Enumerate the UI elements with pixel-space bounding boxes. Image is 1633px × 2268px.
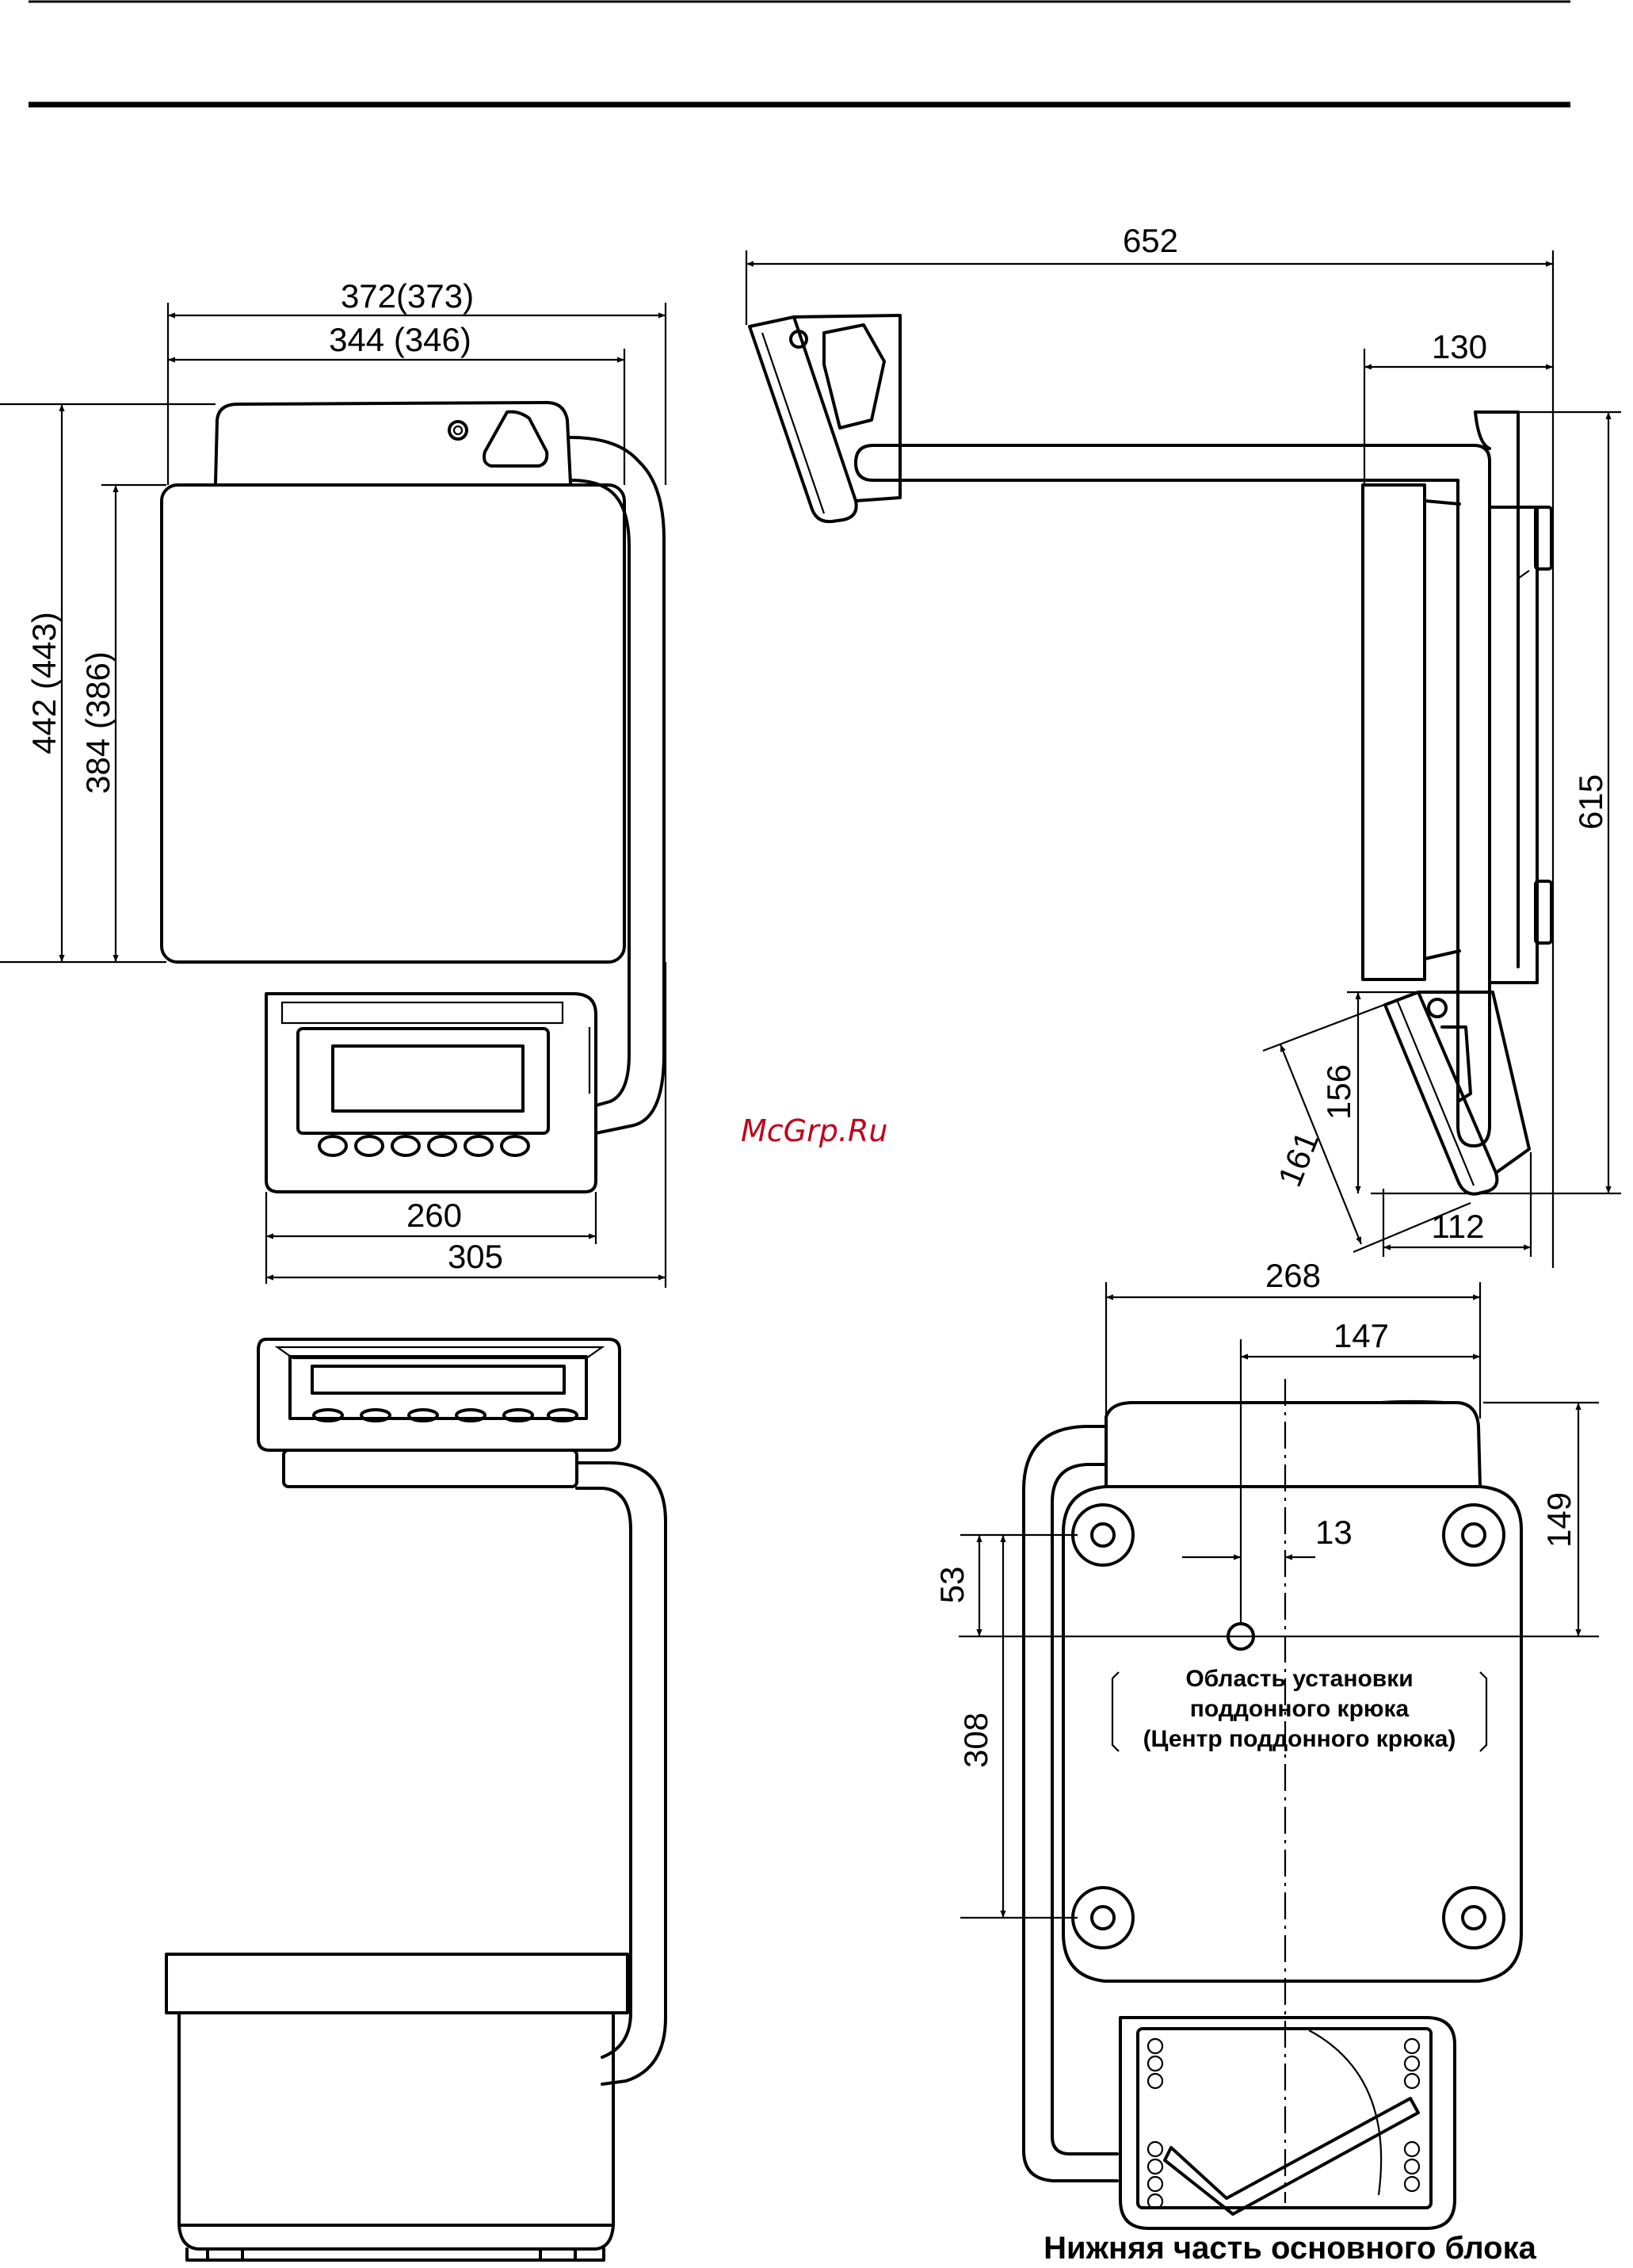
side-view: 652 130 615 156 161 112 xyxy=(746,222,1621,1268)
dim-384: 384 (386) xyxy=(79,651,116,794)
dim-130: 130 xyxy=(1432,328,1487,365)
front-view xyxy=(166,1339,666,2260)
dim-149: 149 xyxy=(1540,1492,1578,1548)
dim-268: 268 xyxy=(1265,1257,1321,1294)
dim-13: 13 xyxy=(1315,1514,1353,1551)
dim-442: 442 (443) xyxy=(25,612,63,754)
bottom-view-caption: Нижняя часть основного блока xyxy=(1044,2231,1536,2266)
bottom-view: Область установки поддонного крюка (Цент… xyxy=(933,1257,1599,2228)
keypad-row xyxy=(319,1136,528,1155)
hook-note-line2: поддонного крюка xyxy=(1190,1696,1410,1722)
dim-260: 260 xyxy=(406,1197,462,1234)
dim-305: 305 xyxy=(448,1238,503,1275)
dim-652: 652 xyxy=(1123,222,1178,259)
dim-308: 308 xyxy=(957,1712,994,1768)
dim-112: 112 xyxy=(1432,1208,1485,1245)
hook-note-line3: (Центр поддонного крюка) xyxy=(1143,1726,1456,1752)
hook-note-line1: Область установки xyxy=(1185,1666,1413,1692)
dim-156: 156 xyxy=(1320,1064,1357,1120)
dim-53: 53 xyxy=(933,1567,971,1604)
top-view: 372(373) 344 (346) 442 (443) 384 (386) 2… xyxy=(0,277,666,1288)
dim-615: 615 xyxy=(1572,774,1609,830)
dim-344: 344 (346) xyxy=(329,321,471,358)
dim-372: 372(373) xyxy=(341,277,474,315)
watermark: McGrp.Ru xyxy=(741,1113,887,1148)
dim-147: 147 xyxy=(1333,1317,1389,1354)
